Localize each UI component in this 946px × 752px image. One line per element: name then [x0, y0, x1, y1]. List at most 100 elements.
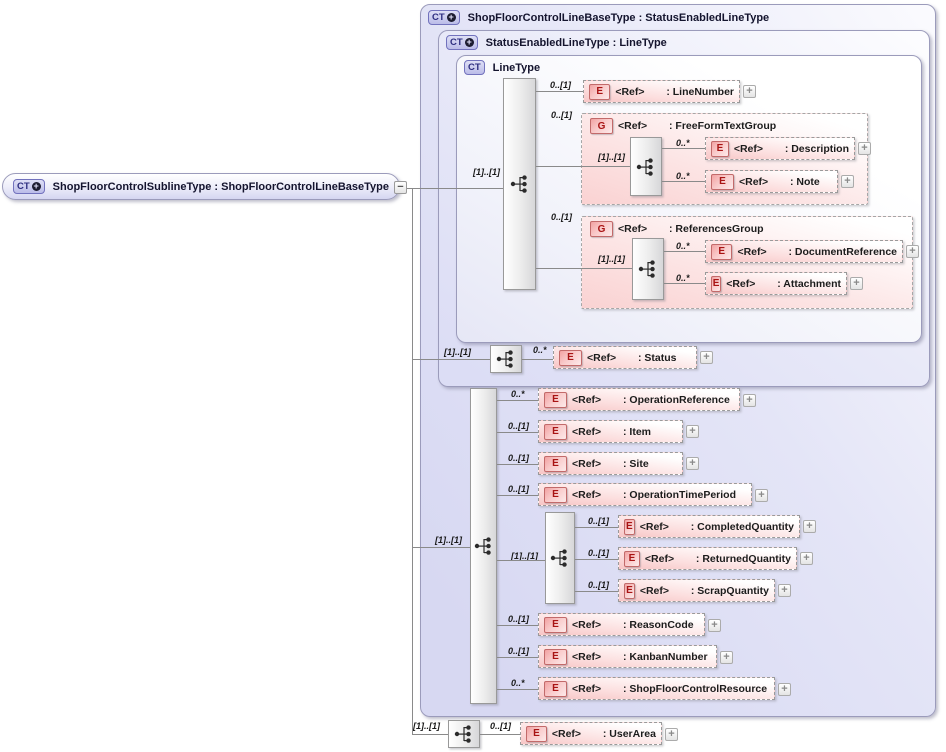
element-ref: <Ref> [572, 650, 602, 663]
expand-button[interactable]: + [841, 175, 854, 188]
container-header: CT+ ShopFloorControlLineBaseType : Statu… [428, 10, 769, 25]
sequence-indicator-referencesgroup[interactable] [632, 238, 664, 300]
occurrence-label: 0..[1] [550, 80, 572, 90]
element-name: : UserArea [602, 727, 656, 740]
occurrence-label: 0..[1] [588, 548, 610, 558]
connector-line [412, 188, 503, 189]
expand-button[interactable]: + [850, 277, 863, 290]
element-icon: E [624, 550, 640, 567]
expand-button[interactable]: + [743, 394, 756, 407]
element-icon: E [624, 582, 635, 599]
expand-button[interactable]: + [778, 683, 791, 696]
element-site[interactable]: E <Ref> : Site [538, 452, 683, 475]
expand-button[interactable]: + [778, 584, 791, 597]
expand-button[interactable]: + [800, 552, 813, 565]
element-status[interactable]: E <Ref> : Status [553, 346, 697, 369]
expand-button[interactable]: + [755, 489, 768, 502]
element-operationtimeperiod[interactable]: E <Ref> : OperationTimePeriod [538, 483, 752, 506]
element-ref: <Ref> [726, 277, 756, 290]
expand-button[interactable]: + [743, 85, 756, 98]
expand-button[interactable]: + [708, 619, 721, 632]
element-icon: E [711, 243, 733, 260]
element-shopfloorcontrolresource[interactable]: E <Ref> : ShopFloorControlResource [538, 677, 775, 700]
element-name: : OperationReference [623, 393, 730, 406]
sequence-indicator-quantities[interactable] [545, 512, 575, 604]
element-note[interactable]: E <Ref> : Note [705, 170, 838, 193]
expand-button[interactable]: + [906, 245, 919, 258]
element-scrapquantity[interactable]: E <Ref> : ScrapQuantity [618, 579, 775, 602]
collapse-toggle[interactable]: − [394, 181, 407, 194]
occurrence-label: 0..[1] [588, 580, 610, 590]
element-documentreference[interactable]: E <Ref> : DocumentReference [705, 240, 903, 263]
connector-line [664, 283, 705, 284]
element-returnedquantity[interactable]: E <Ref> : ReturnedQuantity [618, 547, 797, 570]
element-kanbannumber[interactable]: E <Ref> : KanbanNumber [538, 645, 717, 668]
sequence-glyph [636, 157, 653, 176]
element-ref: <Ref> [572, 393, 602, 406]
connector-line [497, 400, 538, 401]
group-ref: <Ref> [618, 223, 648, 235]
element-ref: <Ref> [572, 488, 602, 501]
root-element-shopfloorcontrolsublinetype[interactable]: CT+ ShopFloorControlSublineType : ShopFl… [2, 173, 400, 200]
occurrence-label: 0..* [511, 389, 525, 399]
sequence-indicator-userarea[interactable] [448, 720, 480, 748]
container-title: StatusEnabledLineType : LineType [485, 36, 667, 49]
occurrence-label: 0..[1] [588, 516, 610, 526]
expand-button[interactable]: + [665, 728, 678, 741]
element-name: : KanbanNumber [623, 650, 708, 663]
plus-circle-icon: + [446, 12, 456, 22]
occurrence-label: 0..* [676, 138, 690, 148]
expand-button[interactable]: + [700, 351, 713, 364]
group-name: : FreeFormTextGroup [669, 120, 777, 132]
connector-line [662, 148, 705, 149]
element-name: : ReturnedQuantity [695, 552, 791, 565]
element-name: : ShopFloorControlResource [623, 682, 768, 695]
sequence-indicator-main[interactable] [470, 388, 497, 704]
element-attachment[interactable]: E <Ref> : Attachment [705, 272, 847, 295]
element-operationreference[interactable]: E <Ref> : OperationReference [538, 388, 740, 411]
connector-line [407, 188, 412, 189]
occurrence-label: 0..[1] [508, 614, 530, 624]
sequence-indicator-linetype[interactable] [503, 78, 536, 290]
root-element-label: ShopFloorControlSublineType : ShopFloorC… [52, 180, 389, 193]
element-linenumber[interactable]: E <Ref> : LineNumber [583, 80, 740, 103]
connector-line [664, 251, 705, 252]
element-userarea[interactable]: E <Ref> : UserArea [520, 722, 662, 745]
connector-line [536, 166, 630, 167]
sequence-glyph [550, 549, 567, 567]
connector-line [522, 359, 553, 360]
element-ref: <Ref> [733, 142, 763, 155]
connector-line [497, 560, 545, 561]
expand-button[interactable]: + [720, 651, 733, 664]
occurrence-label: [1]..[1] [598, 254, 625, 264]
plus-circle-icon: + [31, 181, 41, 191]
element-reasoncode[interactable]: E <Ref> : ReasonCode [538, 613, 705, 636]
element-ref: <Ref> [587, 351, 617, 364]
sequence-indicator-freeformtextgroup[interactable] [630, 137, 662, 196]
element-ref: <Ref> [639, 520, 669, 533]
connector-line [575, 591, 618, 592]
expand-button[interactable]: + [686, 457, 699, 470]
expand-button[interactable]: + [686, 425, 699, 438]
connector-line [497, 689, 538, 690]
element-completedquantity[interactable]: E <Ref> : CompletedQuantity [618, 515, 800, 538]
connector-line [480, 734, 520, 735]
sequence-glyph [638, 260, 655, 278]
sequence-indicator-statusenabled[interactable] [490, 345, 522, 373]
connector-line [497, 625, 538, 626]
element-name: : ReasonCode [623, 618, 694, 631]
element-description[interactable]: E <Ref> : Description [705, 137, 855, 160]
expand-button[interactable]: + [858, 142, 871, 155]
element-ref: <Ref> [615, 85, 645, 98]
occurrence-label: 0..[1] [551, 212, 573, 222]
expand-button[interactable]: + [803, 520, 816, 533]
element-icon: E [559, 349, 582, 366]
occurrence-label: 0..* [511, 678, 525, 688]
sequence-glyph [496, 350, 513, 368]
connector-line [575, 559, 618, 560]
group-icon: G [590, 118, 613, 134]
element-item[interactable]: E <Ref> : Item [538, 420, 683, 443]
element-name: : DocumentReference [788, 245, 897, 258]
complex-type-icon: CT+ [13, 179, 45, 194]
occurrence-label: [1]..[1] [511, 551, 538, 561]
